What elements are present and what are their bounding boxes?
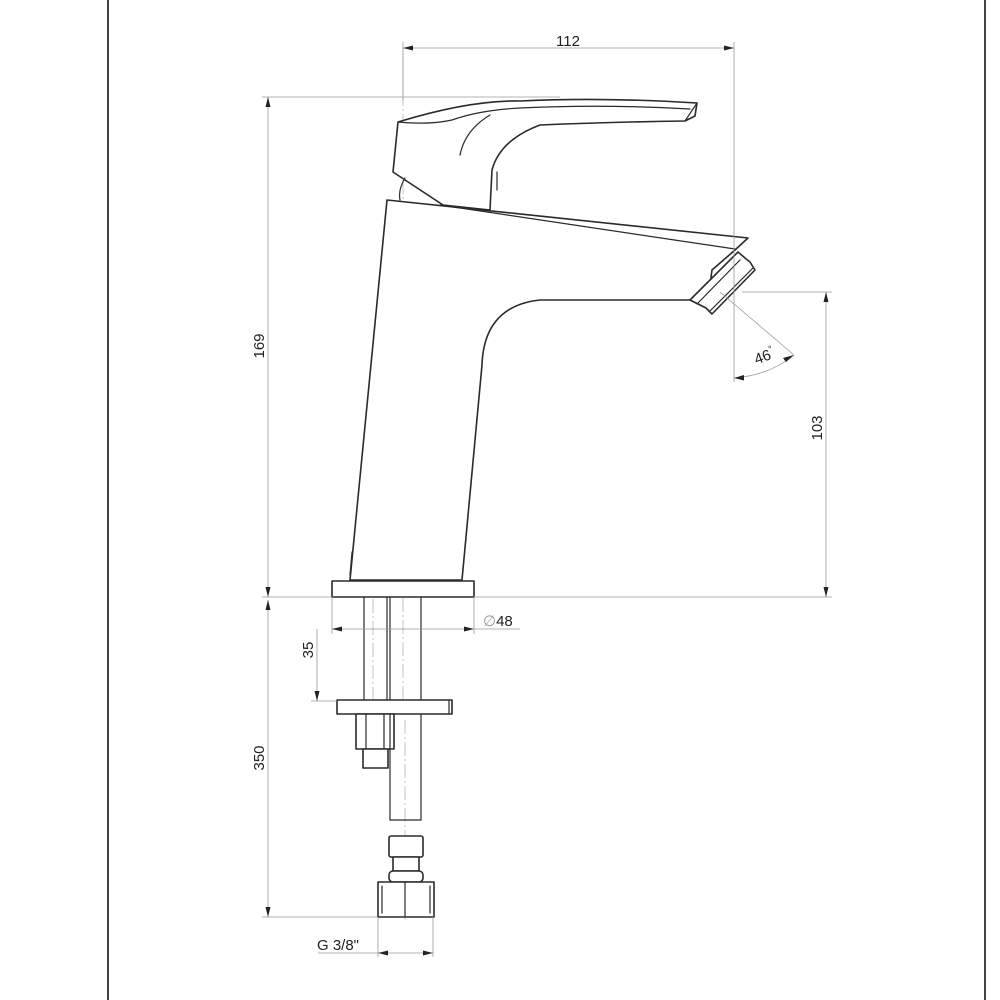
dimension-overall-reach: 112 xyxy=(402,33,735,300)
lever-handle xyxy=(392,98,698,211)
dimension-label-35: 35 xyxy=(300,642,317,659)
svg-text:∅48: ∅48 xyxy=(483,613,513,630)
diameter-symbol: ∅ xyxy=(483,613,496,630)
base-plate xyxy=(331,580,475,598)
dimension-overall-height: 169 xyxy=(251,96,560,598)
dimension-label-reach: 112 xyxy=(556,33,580,50)
aerator xyxy=(689,251,756,315)
hex-connector-nut xyxy=(377,881,435,918)
fixing-nut xyxy=(355,713,395,769)
dimension-label-thread: G 3/8" xyxy=(317,937,359,954)
dimension-shank-to-nut: 35 xyxy=(300,629,337,702)
faucet-body xyxy=(349,199,756,581)
dimension-label-spout-height: 103 xyxy=(809,415,826,440)
mounting-shank xyxy=(363,596,422,701)
dimension-hose-length: 350 xyxy=(251,600,378,918)
dimension-spout-height: 103 xyxy=(474,291,832,598)
fixing-washer xyxy=(336,699,453,715)
supply-hose xyxy=(388,713,424,883)
dimension-label-diameter: 48 xyxy=(496,613,513,630)
svg-text:46°: 46° xyxy=(751,343,777,368)
dimension-label-angle: 46 xyxy=(752,347,773,369)
dimension-label-350: 350 xyxy=(251,745,268,770)
dimension-aerator-angle: 46° xyxy=(719,291,795,382)
dimension-label-height: 169 xyxy=(251,333,268,358)
dimension-base-diameter: ∅48 xyxy=(331,597,520,634)
dimension-connection-thread: G 3/8" xyxy=(317,917,434,957)
degree-symbol: ° xyxy=(767,343,774,354)
